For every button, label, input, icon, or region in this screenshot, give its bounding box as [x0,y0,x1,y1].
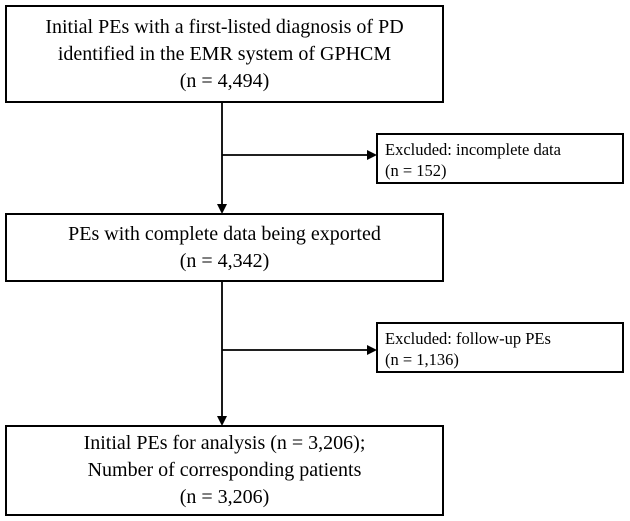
exclusion-label: Excluded: follow-up PEs [385,329,551,348]
complete-data-box: PEs with complete data being exported (n… [5,213,444,282]
box-text-line: Number of corresponding patients [87,459,362,481]
box-count: (n = 3,206) [179,486,270,508]
excluded-followup-box: Excluded: follow-up PEs (n = 1,136) [376,322,624,373]
exclusion-count: (n = 1,136) [385,350,459,369]
box-count: (n = 4,342) [179,249,270,272]
initial-pes-box: Initial PEs with a first-listed diagnosi… [5,5,444,103]
box-text-line: Initial PEs for analysis (n = 3,206); [83,432,366,454]
exclusion-count: (n = 152) [385,161,447,180]
box-text-line: identified in the EMR system of GPHCM [57,42,392,65]
box-text-line: Initial PEs with a first-listed diagnosi… [45,15,404,38]
box-count: (n = 4,494) [179,69,270,92]
box-text-line: PEs with complete data being exported [68,222,381,245]
excluded-incomplete-box: Excluded: incomplete data (n = 152) [376,133,624,184]
analysis-box: Initial PEs for analysis (n = 3,206); Nu… [5,425,444,516]
exclusion-label: Excluded: incomplete data [385,140,561,159]
